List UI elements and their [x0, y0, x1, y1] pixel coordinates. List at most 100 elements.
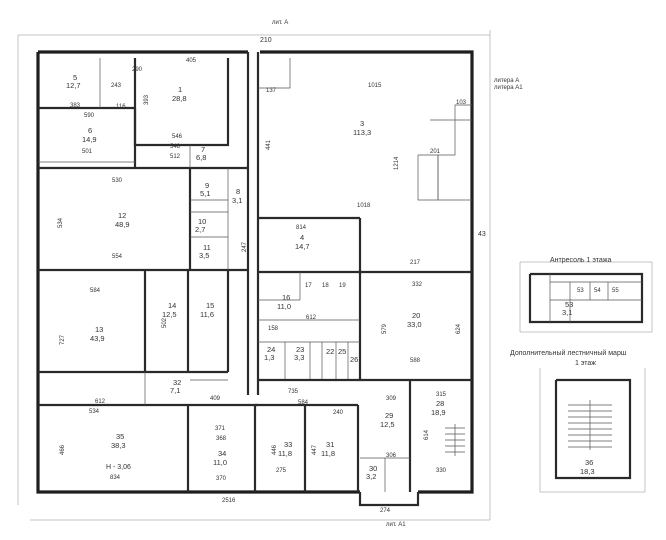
dim-label: 137: [266, 88, 277, 94]
room-area: 3,1: [232, 196, 242, 205]
dim-label: 554: [112, 254, 123, 260]
room-10-label: 10 2,7: [195, 217, 206, 234]
room-area: 38,3: [111, 441, 126, 450]
room-number: 32: [173, 378, 181, 387]
dim-label: 383: [70, 103, 81, 109]
mezz-num-55: 55: [612, 288, 619, 294]
room-number: 14: [168, 301, 176, 310]
dim-bottom-entry: 274: [380, 508, 391, 514]
room-1-label: 1 28,8: [172, 85, 187, 103]
room-number: 13: [95, 325, 103, 334]
corridor-num-19: 19: [339, 283, 346, 289]
room-29-label: 29 12,5: [380, 411, 395, 429]
dim-label: 614: [424, 429, 430, 440]
dim-label: 201: [430, 149, 441, 155]
room-number: 20: [412, 311, 420, 320]
dim-label: 727: [60, 334, 66, 345]
room-35-label: 35 38,3: [111, 432, 126, 450]
room-14-label: 14 12,5: [162, 301, 177, 319]
room-number: 33: [284, 440, 292, 449]
dim-label: 624: [456, 323, 462, 334]
dim-label: 612: [306, 315, 317, 321]
room-area: 43,9: [90, 334, 105, 343]
room-26-label: 26: [350, 355, 358, 364]
room-12-label: 12 48,9: [115, 211, 130, 229]
room-28-label: 28 18,9: [431, 399, 446, 417]
room-number: 29: [385, 411, 393, 420]
dim-label: 315: [436, 392, 447, 398]
dim-label: 447: [312, 444, 318, 455]
room-number: 12: [118, 211, 126, 220]
dim-label: 534: [58, 217, 64, 228]
dim-label: 814: [296, 225, 307, 231]
dim-label: 584: [298, 400, 309, 406]
room-16-label: 16 11,0: [277, 293, 291, 311]
room-area: 48,9: [115, 220, 130, 229]
dim-label: 546: [172, 134, 183, 140]
room-number: 15: [206, 301, 214, 310]
dim-label: 590: [84, 113, 95, 119]
mezz-num-53: 53: [577, 288, 584, 294]
room-number: 34: [218, 449, 226, 458]
dim-label: 548: [170, 144, 181, 150]
room-area: 11,0: [277, 302, 291, 311]
room-36-label: 36 18,3: [580, 458, 595, 476]
room-area: 3,1: [562, 308, 572, 317]
room-5-label: 5 12,7: [66, 73, 81, 90]
dim-label: 330: [436, 468, 447, 474]
dim-label: 240: [333, 410, 344, 416]
room-area: 11,6: [200, 310, 214, 319]
room-area: 11,0: [213, 458, 227, 467]
room-9-label: 9 5,1: [200, 181, 210, 198]
room-area: 2,7: [195, 225, 205, 234]
dim-label: 275: [276, 468, 287, 474]
room-number: 10: [198, 217, 206, 226]
room-23-label: 23 3,3: [294, 345, 304, 362]
dim-label: 409: [210, 396, 221, 402]
interior-walls: [38, 52, 472, 492]
room-area: 5,1: [200, 189, 210, 198]
room-number: 16: [282, 293, 290, 302]
room-area: 28,8: [172, 94, 187, 103]
room-area: 3,3: [294, 353, 304, 362]
room-labels: 1 28,8 12 48,9 3 113,3 4 14,7 5 12,7 6 1…: [66, 73, 573, 481]
room-area: 12,5: [162, 310, 177, 319]
height-note: Н - 3,06: [106, 464, 131, 471]
dim-label: 502: [162, 317, 168, 328]
dim-label: 612: [95, 399, 106, 405]
dim-label: 116: [116, 104, 126, 110]
dim-label: 588: [410, 358, 421, 364]
stair-hatch: [445, 424, 465, 456]
room-number: 22: [326, 347, 334, 356]
room-area: 3,5: [199, 251, 209, 260]
room-6-label: 6 14,9: [82, 126, 97, 144]
room-number: 8: [236, 187, 240, 196]
room-3-label: 3 113,3: [353, 119, 371, 137]
room-24-label: 24 1,3: [264, 345, 275, 362]
room-number: 30: [369, 464, 377, 473]
room-number: 9: [205, 181, 209, 190]
room-7-label: 7 6,8: [196, 145, 206, 162]
room-number: 3: [360, 119, 364, 128]
room-area: 113,3: [353, 128, 371, 137]
room-25-label: 25: [338, 347, 346, 356]
mezzanine-title: Антресоль 1 этажа: [550, 257, 611, 264]
dim-label: 103: [456, 100, 467, 106]
room-number: 35: [116, 432, 124, 441]
dimension-labels: 405 290 243 116 383 590 501 546 548 512 …: [70, 58, 467, 482]
dim-label: 584: [90, 288, 101, 294]
dim-label: 579: [382, 323, 388, 334]
vertical-dimension-labels: 534 727 466 441 1214 579 624 614 446 447…: [58, 94, 462, 455]
room-number: 36: [585, 458, 593, 467]
dim-label: 247: [242, 241, 248, 252]
dim-label: 1018: [357, 203, 371, 209]
dim-label: 405: [186, 58, 197, 64]
room-34-label: 34 11,0: [213, 449, 227, 467]
room-30-label: 30 3,2: [366, 464, 377, 481]
room-8-label: 8 3,1: [232, 187, 242, 205]
room-53-label: 53 3,1: [562, 300, 573, 317]
stair-inset: Дополнительный лестничный марш 1 этаж 36…: [510, 349, 646, 493]
room-32-label: 32 7,1: [170, 378, 181, 395]
dim-label: 735: [288, 389, 299, 395]
